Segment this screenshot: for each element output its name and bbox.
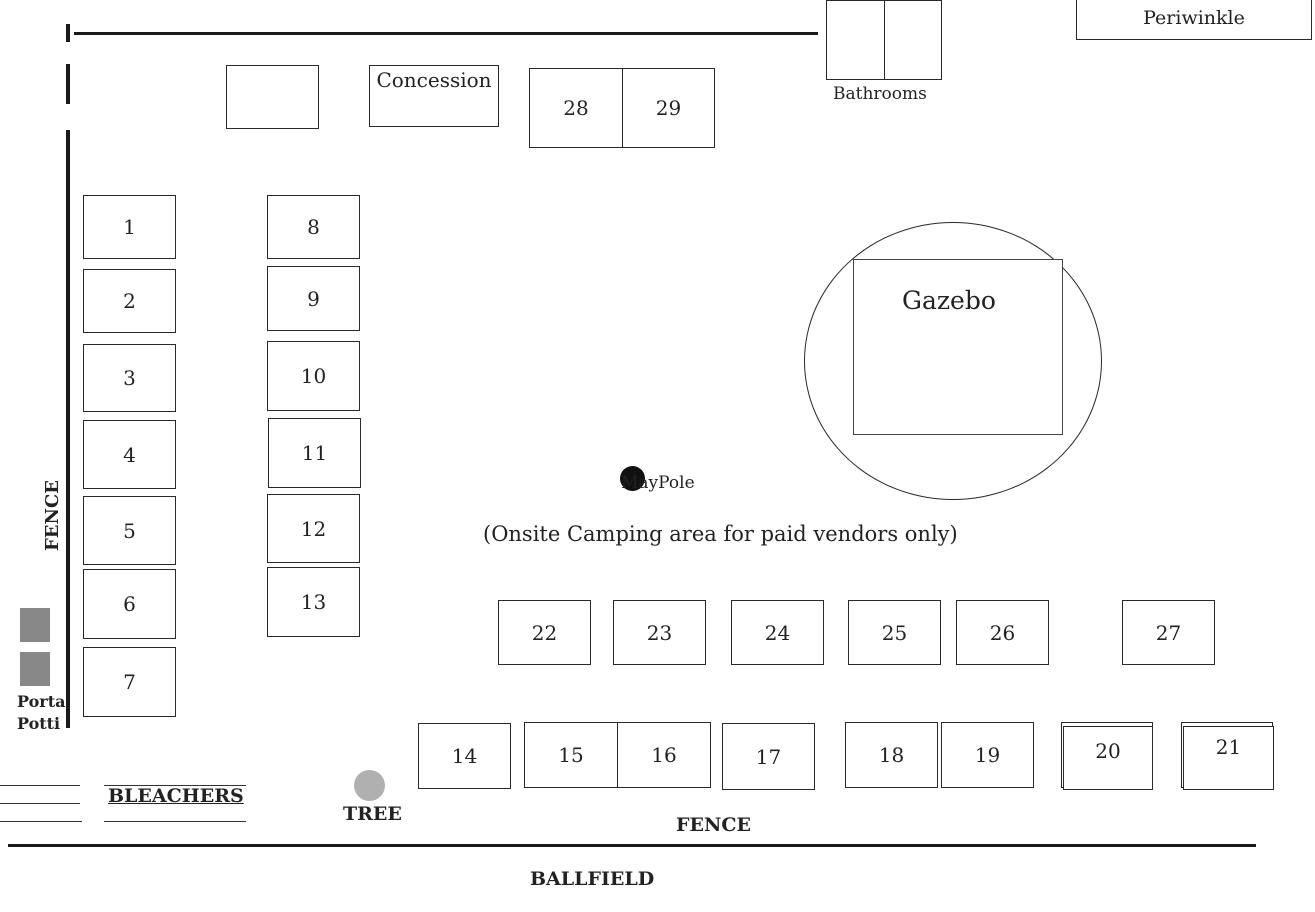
- bleacher-row: [104, 821, 246, 822]
- booth-1[interactable]: 1: [83, 195, 176, 259]
- booth-20[interactable]: 20: [1063, 726, 1153, 790]
- tree-icon: [354, 770, 385, 801]
- booth-21[interactable]: 21: [1183, 726, 1274, 790]
- booth-number: 11: [301, 441, 328, 465]
- booth-number: 5: [123, 518, 136, 543]
- bleachers-label: BLEACHERS: [108, 785, 244, 807]
- porta-potti-unit: [20, 608, 50, 642]
- bleacher-row: [0, 821, 82, 822]
- booth-number: 8: [307, 215, 320, 239]
- ballfield-label: BALLFIELD: [530, 868, 655, 890]
- gazebo-circle: [804, 222, 1102, 500]
- booth-24[interactable]: 24: [731, 600, 824, 665]
- booth-number: 26: [989, 620, 1016, 645]
- bathroom-stall-right: [884, 0, 942, 80]
- porta-potti-unit: [20, 652, 50, 686]
- gazebo-label: Gazebo: [902, 286, 996, 315]
- booth-23[interactable]: 23: [613, 600, 706, 665]
- booth-22[interactable]: 22: [498, 600, 591, 665]
- bleacher-row: [0, 803, 80, 804]
- booth-5[interactable]: 5: [83, 496, 176, 565]
- maypole-marker: [620, 466, 645, 491]
- booth-15[interactable]: 15: [524, 722, 618, 788]
- booth-6[interactable]: 6: [83, 569, 176, 639]
- booth-number: 21: [1215, 735, 1242, 759]
- booth-8[interactable]: 8: [267, 195, 360, 259]
- booth-number: 24: [764, 620, 791, 645]
- booth-14[interactable]: 14: [418, 723, 511, 789]
- left-fence-segment: [66, 64, 70, 104]
- booth-11[interactable]: 11: [268, 418, 361, 488]
- left-fence-segment: [66, 130, 70, 728]
- booth-10[interactable]: 10: [267, 341, 360, 411]
- booth-27[interactable]: 27: [1122, 600, 1215, 665]
- gazebo-structure[interactable]: Gazebo: [853, 259, 1063, 435]
- booth-number: 17: [755, 744, 782, 769]
- booth-number: 4: [123, 442, 136, 467]
- booth-25[interactable]: 25: [848, 600, 941, 665]
- periwinkle-label: Periwinkle: [1143, 7, 1245, 29]
- porta-potti-label-line1: Porta: [17, 692, 66, 711]
- booth-number: 1: [123, 215, 136, 239]
- booth-number: 9: [307, 286, 320, 311]
- booth-3[interactable]: 3: [83, 344, 176, 412]
- bleacher-row: [104, 785, 246, 786]
- booth-number: 23: [646, 620, 673, 645]
- booth-number: 2: [123, 289, 136, 313]
- periwinkle-building: Periwinkle: [1076, 0, 1312, 40]
- concession-label: Concession: [376, 68, 492, 92]
- booth-number: 25: [881, 620, 908, 645]
- camping-note: (Onsite Camping area for paid vendors on…: [483, 522, 958, 546]
- booth-2[interactable]: 2: [83, 269, 176, 333]
- tree-label: TREE: [343, 803, 402, 825]
- fence-label-left: FENCE: [42, 480, 63, 551]
- booth-number: 19: [974, 743, 1001, 767]
- left-fence-segment: [66, 24, 70, 42]
- booth-number: 27: [1155, 620, 1182, 645]
- porta-potti-label-line2: Potti: [17, 714, 61, 733]
- booth-16[interactable]: 16: [617, 722, 711, 788]
- booth-number: 15: [558, 743, 584, 767]
- booth-number: 28: [563, 96, 589, 120]
- booth-number: 22: [531, 620, 558, 645]
- booth-12[interactable]: 12: [267, 494, 360, 563]
- booth-number: 3: [123, 366, 136, 390]
- booth-number: 29: [655, 96, 682, 120]
- booth-number: 18: [878, 743, 905, 767]
- booth-13[interactable]: 13: [267, 567, 360, 637]
- top-fence-line: [74, 32, 818, 35]
- bathroom-stall-left: [826, 0, 885, 80]
- booth-28[interactable]: 28: [529, 68, 623, 148]
- booth-26[interactable]: 26: [956, 600, 1049, 665]
- booth-number: 16: [651, 743, 677, 767]
- concession-building: Concession: [369, 65, 499, 127]
- bottom-fence-line: [8, 844, 1256, 847]
- booth-29[interactable]: 29: [622, 68, 715, 148]
- booth-number: 14: [451, 744, 478, 768]
- booth-17[interactable]: 17: [722, 723, 815, 790]
- booth-number: 13: [300, 590, 327, 614]
- booth-7[interactable]: 7: [83, 647, 176, 717]
- booth-number: 7: [123, 670, 136, 694]
- booth-18[interactable]: 18: [845, 722, 938, 788]
- booth-19[interactable]: 19: [941, 722, 1034, 788]
- booth-number: 20: [1095, 739, 1121, 763]
- fence-label-bottom: FENCE: [676, 814, 751, 836]
- bathrooms-label: Bathrooms: [833, 84, 927, 104]
- booth-9[interactable]: 9: [267, 266, 360, 331]
- booth-4[interactable]: 4: [83, 420, 176, 489]
- unlabeled-building: [226, 65, 319, 129]
- booth-number: 10: [300, 364, 327, 388]
- booth-number: 12: [300, 516, 327, 541]
- bleacher-row: [0, 785, 80, 786]
- booth-number: 6: [123, 592, 136, 616]
- maypole-label: MayPole: [621, 473, 695, 493]
